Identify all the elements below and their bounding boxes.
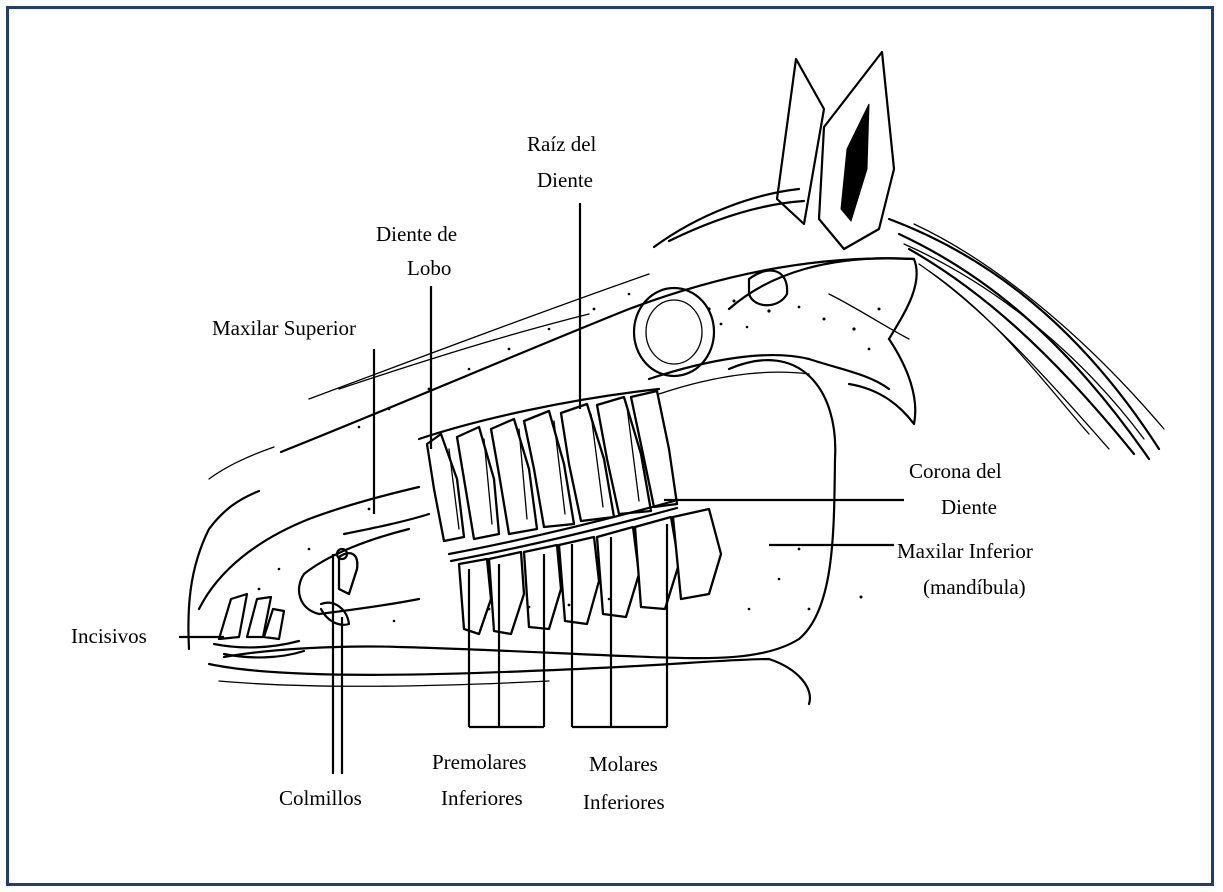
label-maxilar-inferior-line1: Maxilar Inferior [897, 539, 1033, 563]
label-raiz-line1: Raíz del [527, 132, 597, 156]
label-molares-line1: Molares [589, 752, 658, 776]
label-premolares-line2: Inferiores [441, 786, 523, 810]
skull-top-outline [281, 258, 914, 452]
incisors-drawing [214, 594, 304, 657]
label-incisivos: Incisivos [71, 624, 147, 648]
label-colmillos: Colmillos [279, 786, 362, 810]
label-premolares-line1: Premolares [432, 750, 526, 774]
label-maxilar-inferior-line2: (mandíbula) [923, 575, 1026, 599]
ear-left [777, 59, 824, 224]
label-corona-line2: Diente [941, 495, 997, 519]
label-maxilar-superior: Maxilar Superior [212, 316, 356, 340]
label-molares-line2: Inferiores [583, 790, 665, 814]
label-raiz-line2: Diente [537, 168, 593, 192]
label-corona-line1: Corona del [909, 459, 1002, 483]
ear-inner [841, 104, 869, 221]
diagram-frame: Raíz del Diente Diente de Lobo Maxilar S… [6, 6, 1214, 886]
label-diente-de-lobo-line1: Diente de [376, 222, 457, 246]
label-diente-de-lobo-line2: Lobo [407, 256, 451, 280]
mane [889, 219, 1164, 459]
horse-head-illustration [188, 52, 1164, 704]
horse-skull-diagram: Raíz del Diente Diente de Lobo Maxilar S… [9, 9, 1211, 883]
